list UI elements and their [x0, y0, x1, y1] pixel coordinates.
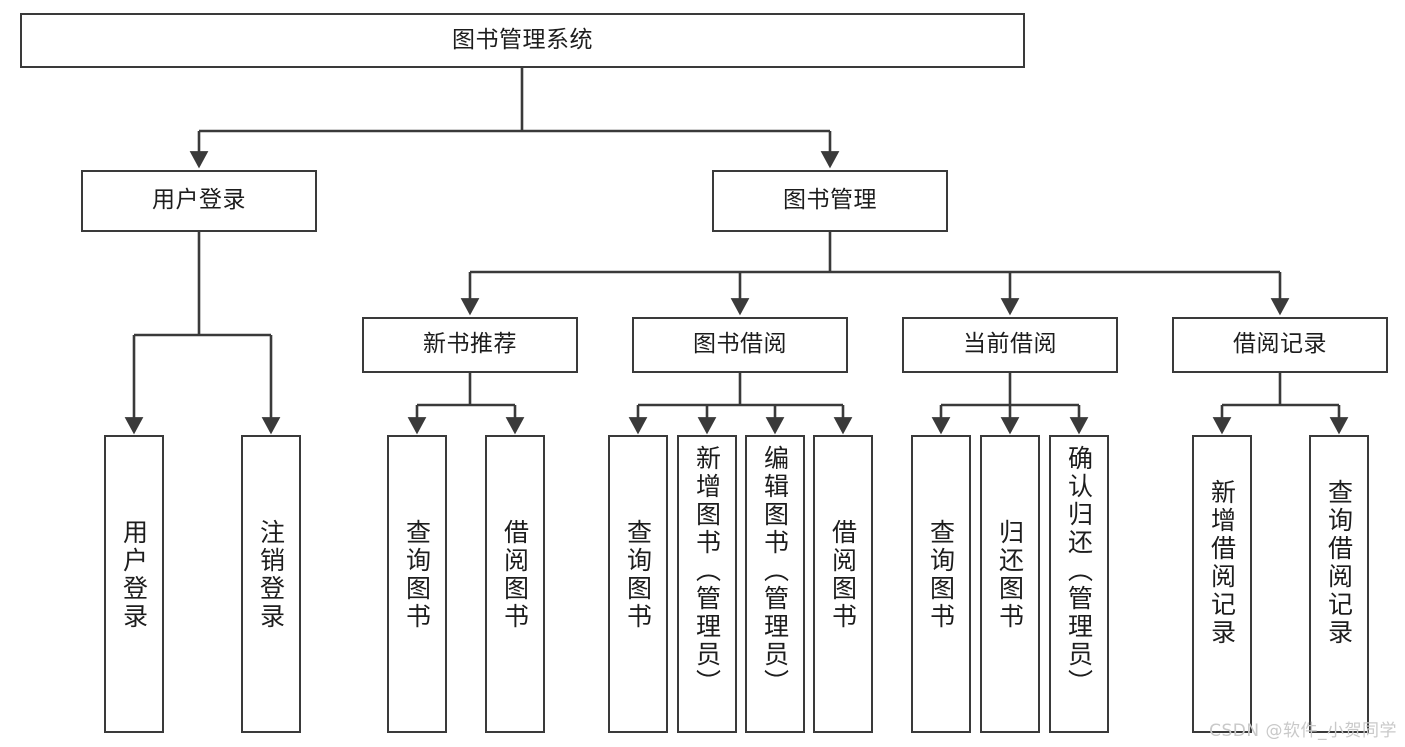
node-user-login[interactable]: 用户登录	[81, 170, 317, 232]
node-label: 新书推荐	[423, 331, 517, 358]
leaf-add-book-admin[interactable]: 新增图书（管理员）	[677, 435, 737, 733]
node-label: 新增借阅记录	[1207, 479, 1237, 647]
leaf-return-book[interactable]: 归还图书	[980, 435, 1040, 733]
node-label: 查询借阅记录	[1324, 479, 1354, 647]
node-label: 图书管理系统	[452, 26, 593, 53]
leaf-query-book-current[interactable]: 查询图书	[911, 435, 971, 733]
node-label: 查询图书	[926, 519, 956, 631]
node-root-system[interactable]: 图书管理系统	[20, 13, 1025, 68]
node-label: 查询图书	[402, 519, 432, 631]
leaf-logout-login[interactable]: 注销登录	[241, 435, 301, 733]
leaf-borrow-book-new[interactable]: 借阅图书	[485, 435, 545, 733]
leaf-user-login[interactable]: 用户登录	[104, 435, 164, 733]
node-label: 新增图书（管理员）	[692, 445, 722, 697]
node-label: 用户登录	[119, 519, 149, 631]
node-label: 用户登录	[152, 187, 246, 214]
leaf-add-borrow-record[interactable]: 新增借阅记录	[1192, 435, 1252, 733]
leaf-query-book-new[interactable]: 查询图书	[387, 435, 447, 733]
leaf-borrow-book[interactable]: 借阅图书	[813, 435, 873, 733]
node-book-borrow[interactable]: 图书借阅	[632, 317, 848, 373]
leaf-query-borrow-record[interactable]: 查询借阅记录	[1309, 435, 1369, 733]
node-book-management[interactable]: 图书管理	[712, 170, 948, 232]
node-label: 当前借阅	[963, 331, 1057, 358]
leaf-confirm-return-admin[interactable]: 确认归还（管理员）	[1049, 435, 1109, 733]
node-label: 图书管理	[783, 187, 877, 214]
node-label: 确认归还（管理员）	[1064, 445, 1094, 697]
node-label: 借阅记录	[1233, 331, 1327, 358]
node-label: 借阅图书	[500, 519, 530, 631]
node-label: 归还图书	[995, 519, 1025, 631]
node-label: 编辑图书（管理员）	[760, 445, 790, 697]
node-label: 图书借阅	[693, 331, 787, 358]
node-label: 查询图书	[623, 519, 653, 631]
watermark-text: CSDN @软件_小贺同学	[1209, 721, 1397, 741]
node-current-borrow[interactable]: 当前借阅	[902, 317, 1118, 373]
node-label: 借阅图书	[828, 519, 858, 631]
node-borrow-record[interactable]: 借阅记录	[1172, 317, 1388, 373]
leaf-query-book-borrow[interactable]: 查询图书	[608, 435, 668, 733]
leaf-edit-book-admin[interactable]: 编辑图书（管理员）	[745, 435, 805, 733]
node-label: 注销登录	[256, 519, 286, 631]
node-new-book-recommend[interactable]: 新书推荐	[362, 317, 578, 373]
